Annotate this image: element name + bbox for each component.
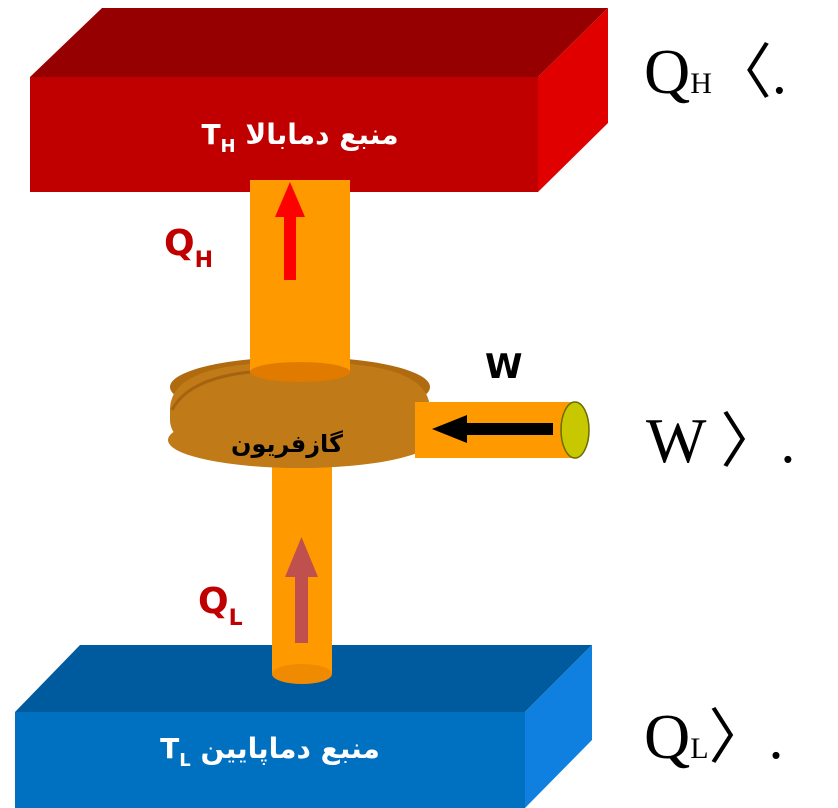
right-formula-3: QL〉. bbox=[644, 701, 784, 772]
hot-reservoir-side bbox=[538, 8, 608, 192]
work-arrow bbox=[432, 415, 553, 443]
hot-reservoir-label: TH منبع دمابالا bbox=[201, 118, 398, 157]
cold-reservoir-front bbox=[15, 712, 525, 808]
cold-reservoir-side bbox=[525, 645, 592, 808]
heat-out-label: QH bbox=[164, 223, 213, 273]
freon-label: گازفریون bbox=[231, 430, 343, 458]
cold-reservoir-label: TL منبع دماپایین bbox=[160, 732, 380, 771]
hot-reservoir bbox=[30, 8, 608, 192]
hot-reservoir-front bbox=[30, 77, 538, 192]
heat-out-arrow bbox=[275, 182, 305, 280]
work-label: W bbox=[485, 347, 523, 387]
freon-device bbox=[168, 357, 432, 468]
heat-in-label: QL bbox=[198, 581, 243, 631]
right-formula-1: QH〈. bbox=[644, 36, 787, 107]
hot-reservoir-top bbox=[30, 8, 608, 77]
heat-in-arrow bbox=[285, 537, 318, 643]
right-formula-2: W〉. bbox=[646, 405, 795, 476]
